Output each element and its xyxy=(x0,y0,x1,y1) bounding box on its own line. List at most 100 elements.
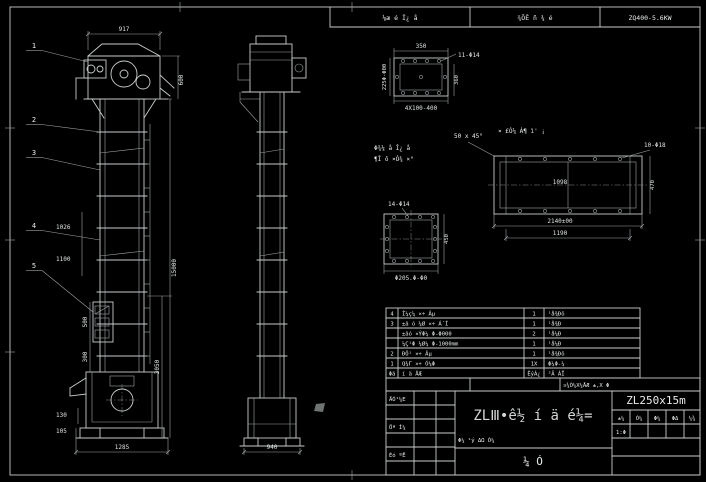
header-name: í ä ÅÆ xyxy=(402,371,423,378)
elevator-boot-side xyxy=(239,397,305,447)
header-qty: ÊýÁ¿ xyxy=(527,370,540,378)
bucket-window xyxy=(92,301,114,343)
elevator-casing-side xyxy=(256,91,288,399)
dim-4x100: 4X100-400 xyxy=(405,105,438,112)
header-no: Φä xyxy=(389,372,396,378)
part-name: Q¾Γ ×÷ Ó¼Φ xyxy=(402,361,435,368)
parts-row: ¼Ç¹Φ ¼Ø¼ Φ-1000mm 1 ¹å¼Ð xyxy=(402,341,561,348)
balloon-4: 4 xyxy=(32,222,36,230)
part-qty: 1 xyxy=(532,352,535,358)
dim-1190: 1190 xyxy=(553,230,568,237)
part-material: ¹å¾Ð xyxy=(548,321,561,328)
info-cell: Φ¼ xyxy=(654,416,661,422)
chamfer-note: 50 x 45° xyxy=(454,133,483,140)
dim-500: 500 xyxy=(82,316,89,327)
sign-cell-2: Öª Í¼ xyxy=(389,423,406,431)
part-material: ¹å¾Ðô xyxy=(548,311,565,318)
dim-470: 470 xyxy=(650,180,656,190)
casing-note: ¤ £Ó¼ Á¶ ì' ¡ xyxy=(498,128,545,135)
motor-spec-label: ZQ400-5.6KW xyxy=(628,14,671,22)
top-cell-2: ¾ÕÊ ñ ¾ é xyxy=(517,13,552,22)
part-no: 2 xyxy=(390,352,393,358)
parts-table: 4 Î¼ç¼ ×÷ Âμ 1 ¹å¾Ðô 3 ±ä ó ¼Ø ×÷ Á´Í 1 … xyxy=(385,307,641,379)
part-material: ¹å¾Ðô xyxy=(548,351,565,358)
drawing-title: ZLⅢ•ê½ í ä é¼= xyxy=(473,408,592,424)
info-cell: ±¼ xyxy=(618,416,625,422)
top-cell-1: ⅛æ é Î¿ å xyxy=(382,13,417,22)
dim-105: 105 xyxy=(56,428,67,435)
part-material: ¹å¼Ð xyxy=(548,331,561,338)
detail-note-2: ¶Î ô ¤Ó¾ ×° xyxy=(374,156,414,163)
dim-450: 450 xyxy=(444,234,450,244)
front-dimensions: 917 600 15000 3050 1026 1100 500 300 130… xyxy=(56,26,185,455)
sheet-type-label: ¼ Ó xyxy=(523,455,543,468)
parts-header-row: Φä í ä ÅÆ ÊýÁ¿ ²Ä ÁÏ xyxy=(389,370,565,378)
balloon-callouts: 1 2 3 4 5 xyxy=(26,42,101,313)
part-material: Φ¼Φ-¼ xyxy=(548,362,565,368)
part-name: ¼Ç¹Φ ¼Ø¼ Φ-1000mm xyxy=(402,341,459,348)
dim-130: 130 xyxy=(56,412,67,419)
sign-cell-3: Éó ºË xyxy=(389,451,406,459)
front-view: 917 600 15000 3050 1026 1100 500 300 130… xyxy=(26,26,185,455)
balloon-5: 5 xyxy=(32,262,36,270)
balloon-1: 1 xyxy=(32,42,36,50)
sheet-frame xyxy=(5,2,705,480)
parts-row: ±äó ×ÝΦ¼ Φ-Φ000 2 ¹å¼Ð xyxy=(402,331,561,338)
dim-360: 360 xyxy=(454,75,460,85)
parts-row: 2 ÐÖ¹ ×÷ Âμ 1 ¹å¾Ðô xyxy=(390,351,564,358)
holes-label-11: 11-Φ14 xyxy=(458,52,480,59)
dim-940: 940 xyxy=(267,444,278,451)
boot-flange-detail: 14-Φ14 450 Φ205.Φ-Φ0 xyxy=(380,201,450,282)
holes-label-14: 14-Φ14 xyxy=(388,201,410,208)
dim-1098: 1098 xyxy=(553,179,568,186)
info-cell: ¼¾ xyxy=(689,416,696,422)
side-dimensions: 940 xyxy=(241,444,303,455)
detail-note-1: Φ¾¼ å Î¿ å xyxy=(374,145,411,152)
balloon-2: 2 xyxy=(32,116,36,124)
dim-1285: 1285 xyxy=(115,444,130,451)
dim-3050: 3050 xyxy=(154,359,161,374)
part-qty: 1X xyxy=(531,362,538,368)
stamp-mark xyxy=(314,403,325,412)
elevator-head-side xyxy=(237,35,307,123)
parts-row: 3 ±ä ó ¼Ø ×÷ Á´Í 1 ¹å¾Ð xyxy=(390,320,561,328)
part-no: 4 xyxy=(390,312,394,318)
parts-row: 4 Î¼ç¼ ×÷ Âμ 1 ¹å¾Ðô xyxy=(390,311,564,318)
dim-1100: 1100 xyxy=(56,256,71,263)
part-name: ÐÖ¹ ×÷ Âμ xyxy=(402,351,432,358)
flange-detail: 350 11-Φ14 4X100-400 225Φ-Φ00 360 Φ¾¼ å … xyxy=(374,43,480,163)
header-material: ²Ä ÁÏ xyxy=(548,371,565,378)
part-material: ¹å¼Ð xyxy=(548,341,561,348)
dim-left: 225Φ-Φ00 xyxy=(382,64,388,91)
part-name: Î¼ç¼ ×÷ Âμ xyxy=(402,311,436,318)
sign-cell-1: ÄÓ¹¼E xyxy=(389,396,406,403)
title-sub-note: Φ¼ ¹ý ΔΩ Ó¼ xyxy=(458,437,494,444)
dim-917: 917 xyxy=(119,26,130,33)
dim-boot-bottom: Φ205.Φ-Φ0 xyxy=(395,275,428,282)
info-cell: Ò¼ xyxy=(636,415,643,422)
casing-detail: ¤ £Ó¼ Á¶ ì' ¡ 50 x 45° 1098 470 10-Φ18 2… xyxy=(454,128,666,241)
scale-cell: 1:Φ xyxy=(616,430,626,436)
holes-label-10: 10-Φ18 xyxy=(644,142,666,149)
dim-350: 350 xyxy=(416,43,427,50)
part-no: 1 xyxy=(390,362,393,368)
part-qty: 1 xyxy=(532,342,535,348)
part-no: 3 xyxy=(390,322,393,328)
part-qty: 1 xyxy=(532,312,535,318)
elevator-head-front xyxy=(75,43,175,119)
elevator-boot-front xyxy=(69,371,169,439)
balloon-3: 3 xyxy=(32,149,36,157)
dim-2140: 2140±00 xyxy=(547,218,573,225)
dim-1026: 1026 xyxy=(56,224,71,231)
top-info-table: ⅛æ é Î¿ å ¾ÕÊ ñ ¾ é ZQ400-5.6KW xyxy=(329,6,701,28)
side-view: 940 xyxy=(237,35,325,455)
parts-row: 1 Q¾Γ ×÷ Ó¼Φ 1X Φ¼Φ-¼ xyxy=(390,361,564,368)
info-cell: ΦΔ xyxy=(672,416,679,422)
part-qty: 2 xyxy=(532,332,535,338)
elevator-casing-front xyxy=(96,98,151,373)
dim-300: 300 xyxy=(82,351,89,362)
dim-15000: 15000 xyxy=(171,259,178,277)
model-label: ZL250x15m xyxy=(626,394,686,407)
